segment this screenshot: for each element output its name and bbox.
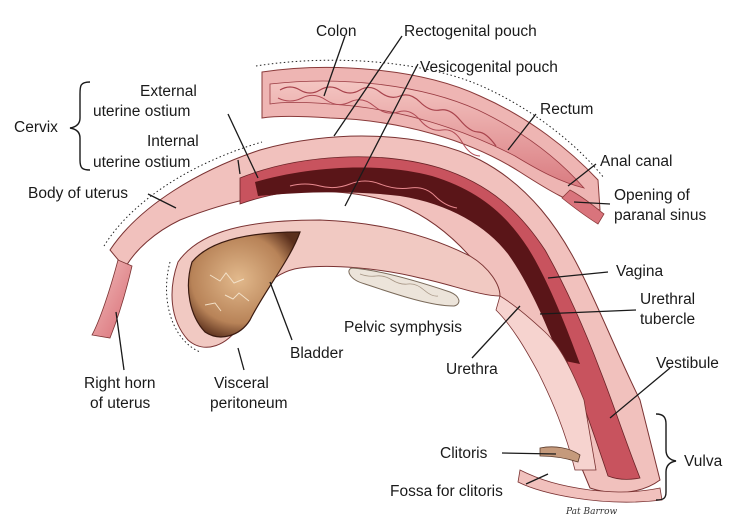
label-urethral-tubercle-2: tubercle [640, 311, 695, 328]
label-external-uterine-ostium-1: External [140, 83, 197, 100]
label-internal-uterine-ostium-1: Internal [147, 133, 199, 150]
label-cervix: Cervix [14, 119, 58, 136]
rectum-colon-structure [255, 59, 605, 225]
vulva-brace [655, 413, 677, 501]
label-urethra: Urethra [446, 361, 498, 378]
cervix-brace [69, 81, 91, 171]
label-fossa-for-clitoris: Fossa for clitoris [390, 483, 503, 500]
label-vestibule: Vestibule [656, 355, 719, 372]
label-visceral-peritoneum-2: peritoneum [210, 395, 288, 412]
label-clitoris: Clitoris [440, 445, 488, 462]
label-vesicogenital-pouch: Vesicogenital pouch [420, 59, 558, 76]
uterus-vagina-structure [91, 135, 661, 493]
label-external-uterine-ostium-2: uterine ostium [93, 103, 190, 120]
leader-lines [115, 35, 671, 485]
pelvic-symphysis-structure [348, 267, 460, 307]
label-opening-paranal-sinus-2: paranal sinus [614, 207, 706, 224]
label-right-horn-2: of uterus [90, 395, 151, 412]
label-bladder: Bladder [290, 345, 343, 362]
bladder-structure [166, 219, 501, 353]
label-rectum: Rectum [540, 101, 593, 118]
label-urethral-tubercle-1: Urethral [640, 291, 695, 308]
label-pelvic-symphysis: Pelvic symphysis [344, 319, 462, 336]
label-anal-canal: Anal canal [600, 153, 672, 170]
label-internal-uterine-ostium-2: uterine ostium [93, 154, 190, 171]
label-opening-paranal-sinus-1: Opening of [614, 187, 691, 204]
label-rectogenital-pouch: Rectogenital pouch [404, 23, 537, 40]
label-right-horn-1: Right horn [84, 375, 156, 392]
label-body-of-uterus: Body of uterus [28, 185, 128, 202]
label-visceral-peritoneum-1: Visceral [214, 375, 269, 392]
label-colon: Colon [316, 23, 357, 40]
artist-signature: Pat Barrow [565, 507, 617, 517]
label-vagina: Vagina [616, 263, 663, 280]
label-vulva: Vulva [684, 453, 723, 470]
